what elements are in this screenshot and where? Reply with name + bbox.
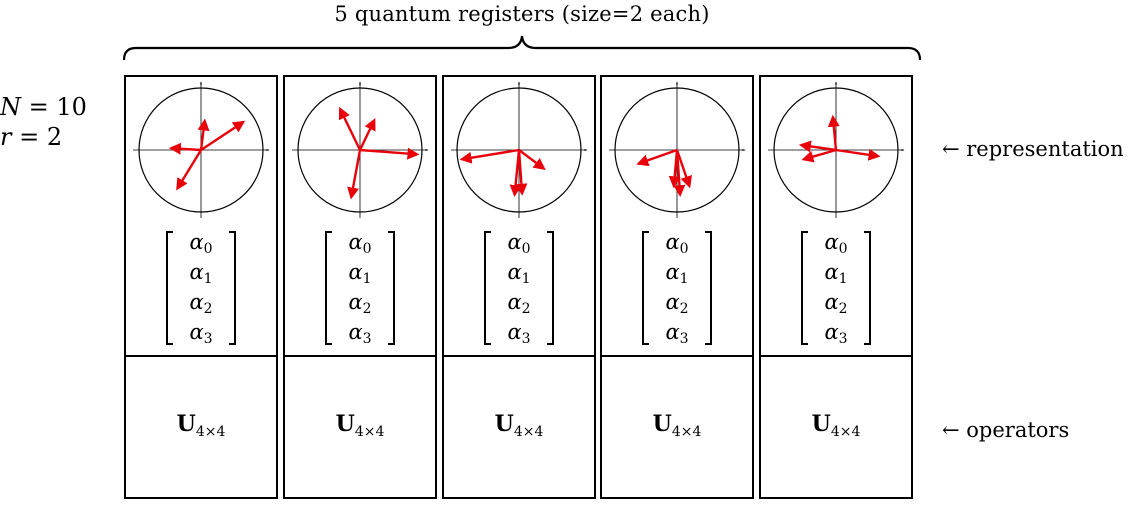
vector-entry-alpha-2: α2: [507, 290, 531, 317]
state-vector: α0 α1 α2 α3: [444, 227, 594, 347]
vector-entry-alpha-3: α3: [665, 320, 689, 347]
operator-label: U4×4: [335, 411, 385, 440]
vector-entry-alpha-2: α2: [665, 290, 689, 317]
operator-label: U4×4: [811, 411, 861, 440]
vector-entry-alpha-0: α0: [824, 230, 848, 257]
vector-entry-alpha-1: α1: [824, 260, 848, 287]
param-r-value: = 2: [11, 123, 63, 151]
amplitude-arrow-0: [827, 114, 840, 151]
vector-entry-alpha-1: α1: [665, 260, 689, 287]
operator-label: U4×4: [176, 411, 226, 440]
param-n-symbol: N: [0, 93, 21, 121]
amplitude-arrow-1: [835, 148, 881, 161]
amplitude-arrow-0: [200, 120, 246, 152]
vector-entry-alpha-0: α0: [348, 230, 372, 257]
system-parameters: N = 10 r = 2: [0, 92, 87, 152]
unit-circle: [456, 87, 582, 213]
register-divider: [285, 355, 435, 357]
vector-bracket-left: [801, 231, 808, 345]
amplitude-arrow-0: [636, 148, 678, 167]
amplitude-arrow-2: [168, 142, 202, 155]
vector-bracket-right: [864, 231, 871, 345]
vector-bracket-left: [166, 231, 173, 345]
vector-entry-alpha-2: α2: [189, 290, 213, 317]
vector-entry-alpha-2: α2: [824, 290, 848, 317]
amplitude-circle-plot: [609, 81, 746, 218]
operator-label: U4×4: [652, 411, 702, 440]
amplitude-arrow-3: [176, 149, 203, 191]
representation-label: ← representation: [942, 137, 1124, 161]
amplitude-arrow-3: [509, 149, 522, 198]
param-r: r = 2: [0, 122, 87, 152]
state-vector: α0 α1 α2 α3: [761, 227, 911, 347]
amplitude-arrow-1: [518, 149, 546, 171]
state-vector: α0 α1 α2 α3: [285, 227, 435, 347]
register-divider: [444, 355, 594, 357]
register-divider: [126, 355, 276, 357]
vector-entry-alpha-0: α0: [507, 230, 531, 257]
unit-circle: [297, 87, 423, 213]
vector-entry-alpha-1: α1: [507, 260, 531, 287]
diagram-title: 5 quantum registers (size=2 each): [334, 2, 710, 26]
vector-bracket-right: [547, 231, 554, 345]
amplitude-arrow-3: [347, 149, 362, 200]
vector-bracket-right: [388, 231, 395, 345]
register-brace: [122, 35, 922, 61]
amplitude-arrow-3: [675, 149, 692, 189]
amplitude-arrow-2: [359, 147, 420, 160]
vector-entry-alpha-2: α2: [348, 290, 372, 317]
amplitude-arrow-0: [459, 148, 520, 164]
amplitude-circle-plot: [133, 81, 270, 218]
amplitude-circle-plot: [451, 81, 588, 218]
operators-label: ← operators: [942, 418, 1070, 442]
amplitude-arrow-0: [338, 106, 362, 151]
unit-circle: [773, 87, 899, 213]
operator-label: U4×4: [494, 411, 544, 440]
param-n-value: = 10: [21, 93, 87, 121]
amplitude-circle-plot: [292, 81, 429, 218]
state-vector: α0 α1 α2 α3: [602, 227, 752, 347]
vector-entry-alpha-0: α0: [665, 230, 689, 257]
vector-entry-alpha-3: α3: [189, 320, 213, 347]
vector-entry-alpha-1: α1: [189, 260, 213, 287]
param-r-symbol: r: [0, 123, 12, 151]
amplitude-arrow-1: [358, 118, 376, 151]
amplitude-arrow-1: [197, 118, 210, 151]
amplitude-arrow-2: [515, 149, 528, 196]
register-divider: [761, 355, 911, 357]
vector-bracket-right: [229, 231, 236, 345]
param-n: N = 10: [0, 92, 87, 122]
vector-entry-alpha-3: α3: [507, 320, 531, 347]
vector-bracket-left: [484, 231, 491, 345]
amplitude-arrow-2: [798, 140, 837, 153]
vector-entry-alpha-3: α3: [348, 320, 372, 347]
vector-bracket-left: [642, 231, 649, 345]
vector-bracket-right: [705, 231, 712, 345]
vector-entry-alpha-0: α0: [189, 230, 213, 257]
amplitude-arrow-2: [668, 149, 681, 189]
register-divider: [602, 355, 752, 357]
vector-entry-alpha-1: α1: [348, 260, 372, 287]
vector-entry-alpha-3: α3: [824, 320, 848, 347]
state-vector: α0 α1 α2 α3: [126, 227, 276, 347]
unit-circle: [138, 87, 264, 213]
vector-bracket-left: [325, 231, 332, 345]
amplitude-arrow-3: [801, 148, 837, 163]
amplitude-circle-plot: [768, 81, 905, 218]
unit-circle: [614, 87, 740, 213]
